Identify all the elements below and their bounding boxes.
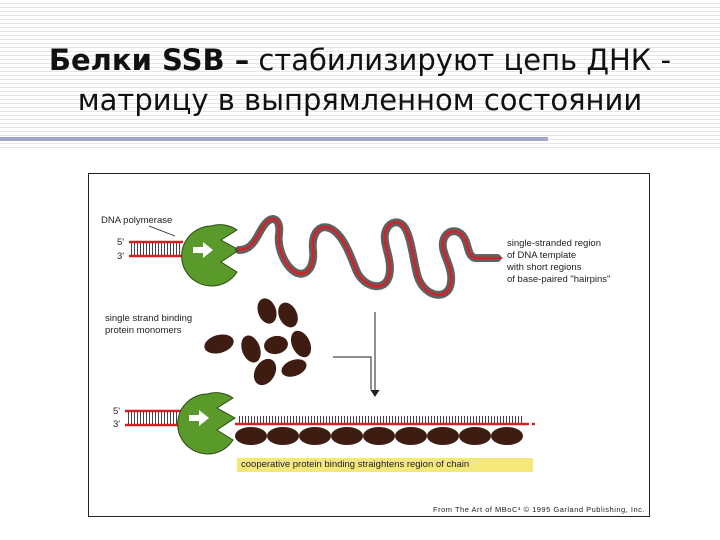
- figure-credit: From The Art of MBoC³ © 1995 Garland Pub…: [433, 505, 645, 514]
- bound-ssb: [331, 427, 363, 445]
- figure-caption: cooperative protein binding straightens …: [237, 458, 533, 472]
- ssb-monomer: [278, 302, 298, 328]
- ssdna-label-line-2: of DNA template: [507, 250, 576, 261]
- ssb-label-line-2: protein monomers: [105, 325, 182, 336]
- bound-ssb: [459, 427, 491, 445]
- ssb-monomer: [241, 335, 261, 363]
- ssb-monomer: [264, 335, 288, 355]
- ssb-monomer: [281, 359, 307, 377]
- bound-ssb: [491, 427, 523, 445]
- title-line-2: матрицу в выпрямленном состоянии: [77, 83, 643, 117]
- ssdna-label-line-1: single-stranded region: [507, 238, 601, 249]
- polymerase-arrow-icon: [193, 242, 213, 258]
- top-ssdna-hairpins: [235, 215, 503, 299]
- bound-ssb: [395, 427, 427, 445]
- title-background-stripes: [0, 0, 720, 150]
- bound-ssb-proteins: [235, 427, 523, 445]
- ssb-monomer: [204, 334, 234, 354]
- process-arrow: [333, 312, 380, 397]
- title-bold: Белки SSB –: [48, 43, 250, 77]
- polymerase-arrow-icon: [189, 410, 209, 426]
- bottom-dna-polymerase: [177, 392, 236, 455]
- ssb-monomers: [204, 298, 312, 386]
- title-line-1: Белки SSB – стабилизируют цепь ДНК -: [0, 40, 720, 80]
- top-dna-polymerase: [181, 224, 240, 287]
- dna-replication-figure: DNA polymerase 5' 3' single-stranded reg…: [88, 173, 650, 517]
- ssb-monomer: [253, 358, 277, 386]
- bound-ssb: [363, 427, 395, 445]
- straightened-ssdna: [235, 416, 535, 426]
- top-duplex-dna: [129, 240, 183, 258]
- bound-ssb: [299, 427, 331, 445]
- ssdna-label-line-4: of base-paired "hairpins": [507, 274, 610, 285]
- polymerase-pointer: [148, 225, 176, 237]
- ssb-label: single strand binding protein monomers: [105, 313, 192, 336]
- title-rest: стабилизируют цепь ДНК -: [249, 43, 672, 77]
- top-three-prime: 3': [117, 251, 124, 262]
- bottom-three-prime: 3': [113, 419, 120, 430]
- top-five-prime: 5': [117, 237, 124, 248]
- bottom-duplex-dna: [125, 409, 181, 427]
- ssb-label-line-1: single strand binding: [105, 313, 192, 324]
- bottom-five-prime: 5': [113, 406, 120, 417]
- bound-ssb: [267, 427, 299, 445]
- ssb-monomer: [257, 298, 277, 324]
- title-underline: [0, 137, 548, 141]
- ssdna-label: single-stranded region of DNA template w…: [506, 238, 610, 285]
- dna-polymerase-label: DNA polymerase: [101, 215, 172, 226]
- ssb-monomer: [290, 330, 312, 358]
- bound-ssb: [235, 427, 267, 445]
- slide-title: Белки SSB – стабилизируют цепь ДНК - мат…: [0, 40, 720, 120]
- ssdna-label-line-3: with short regions: [506, 262, 582, 273]
- bound-ssb: [427, 427, 459, 445]
- figure-svg: DNA polymerase 5' 3' single-stranded reg…: [101, 215, 610, 455]
